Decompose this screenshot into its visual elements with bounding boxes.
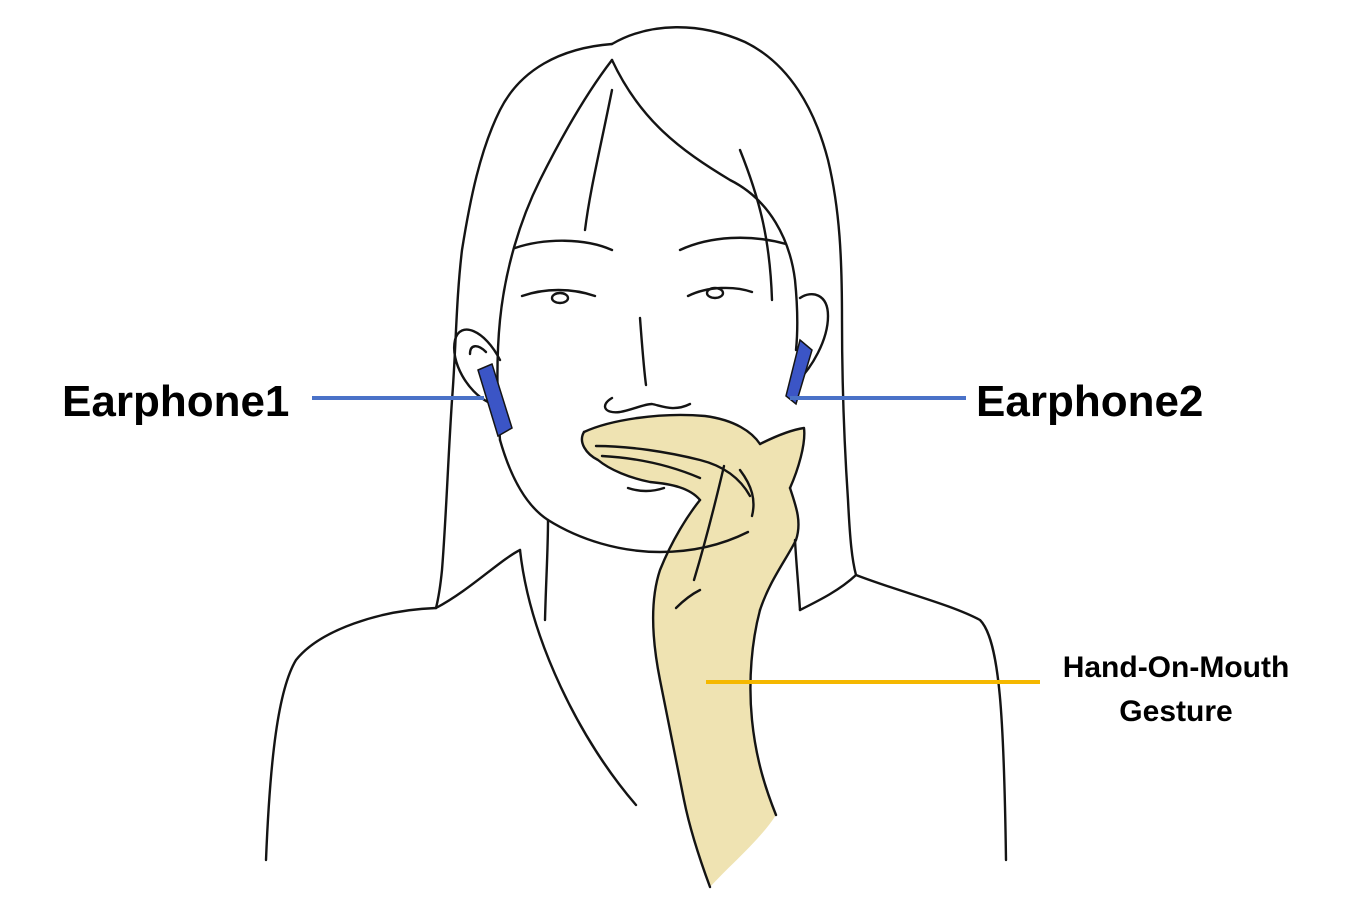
earphones	[477, 338, 813, 438]
gesture-label-line1: Hand-On-Mouth	[1062, 651, 1290, 684]
chin-line	[626, 486, 666, 493]
neckline-left	[518, 548, 638, 807]
right-iris	[705, 286, 725, 300]
neck-right	[793, 538, 802, 612]
hand-fill	[581, 414, 805, 887]
nose-bridge	[638, 316, 648, 387]
earphone1-device	[477, 362, 513, 438]
hair-inner-left	[496, 58, 614, 442]
earphone1-label: Earphone1	[62, 377, 290, 426]
hand-on-mouth-figure	[580, 413, 806, 889]
right-eye	[686, 286, 754, 298]
hair-outline-left	[434, 42, 614, 610]
collar-right	[798, 573, 858, 612]
right-ear	[793, 293, 830, 386]
hair-strand-right	[738, 148, 774, 302]
collar-left	[434, 548, 522, 610]
hair-part	[610, 58, 799, 352]
nose-base	[603, 396, 692, 414]
woman-line-art	[264, 26, 1008, 862]
left-eyebrow	[513, 239, 614, 252]
hair-outline-right	[610, 26, 858, 577]
right-eyebrow	[678, 236, 788, 252]
shoulder-left	[264, 606, 438, 862]
left-ear-inner	[468, 345, 488, 356]
left-eye	[520, 288, 597, 298]
gesture-label: Hand-On-Mouth Gesture	[1028, 646, 1324, 733]
neck-left	[543, 518, 550, 622]
shoulder-right	[854, 573, 1008, 862]
gesture-label-line2: Gesture	[1119, 694, 1233, 728]
hand-outline	[580, 413, 806, 889]
left-iris	[550, 291, 570, 305]
earphone2-label: Earphone2	[976, 377, 1204, 426]
hair-strand	[583, 88, 614, 232]
jaw-outline	[498, 438, 750, 554]
earphone2-device	[785, 338, 813, 406]
